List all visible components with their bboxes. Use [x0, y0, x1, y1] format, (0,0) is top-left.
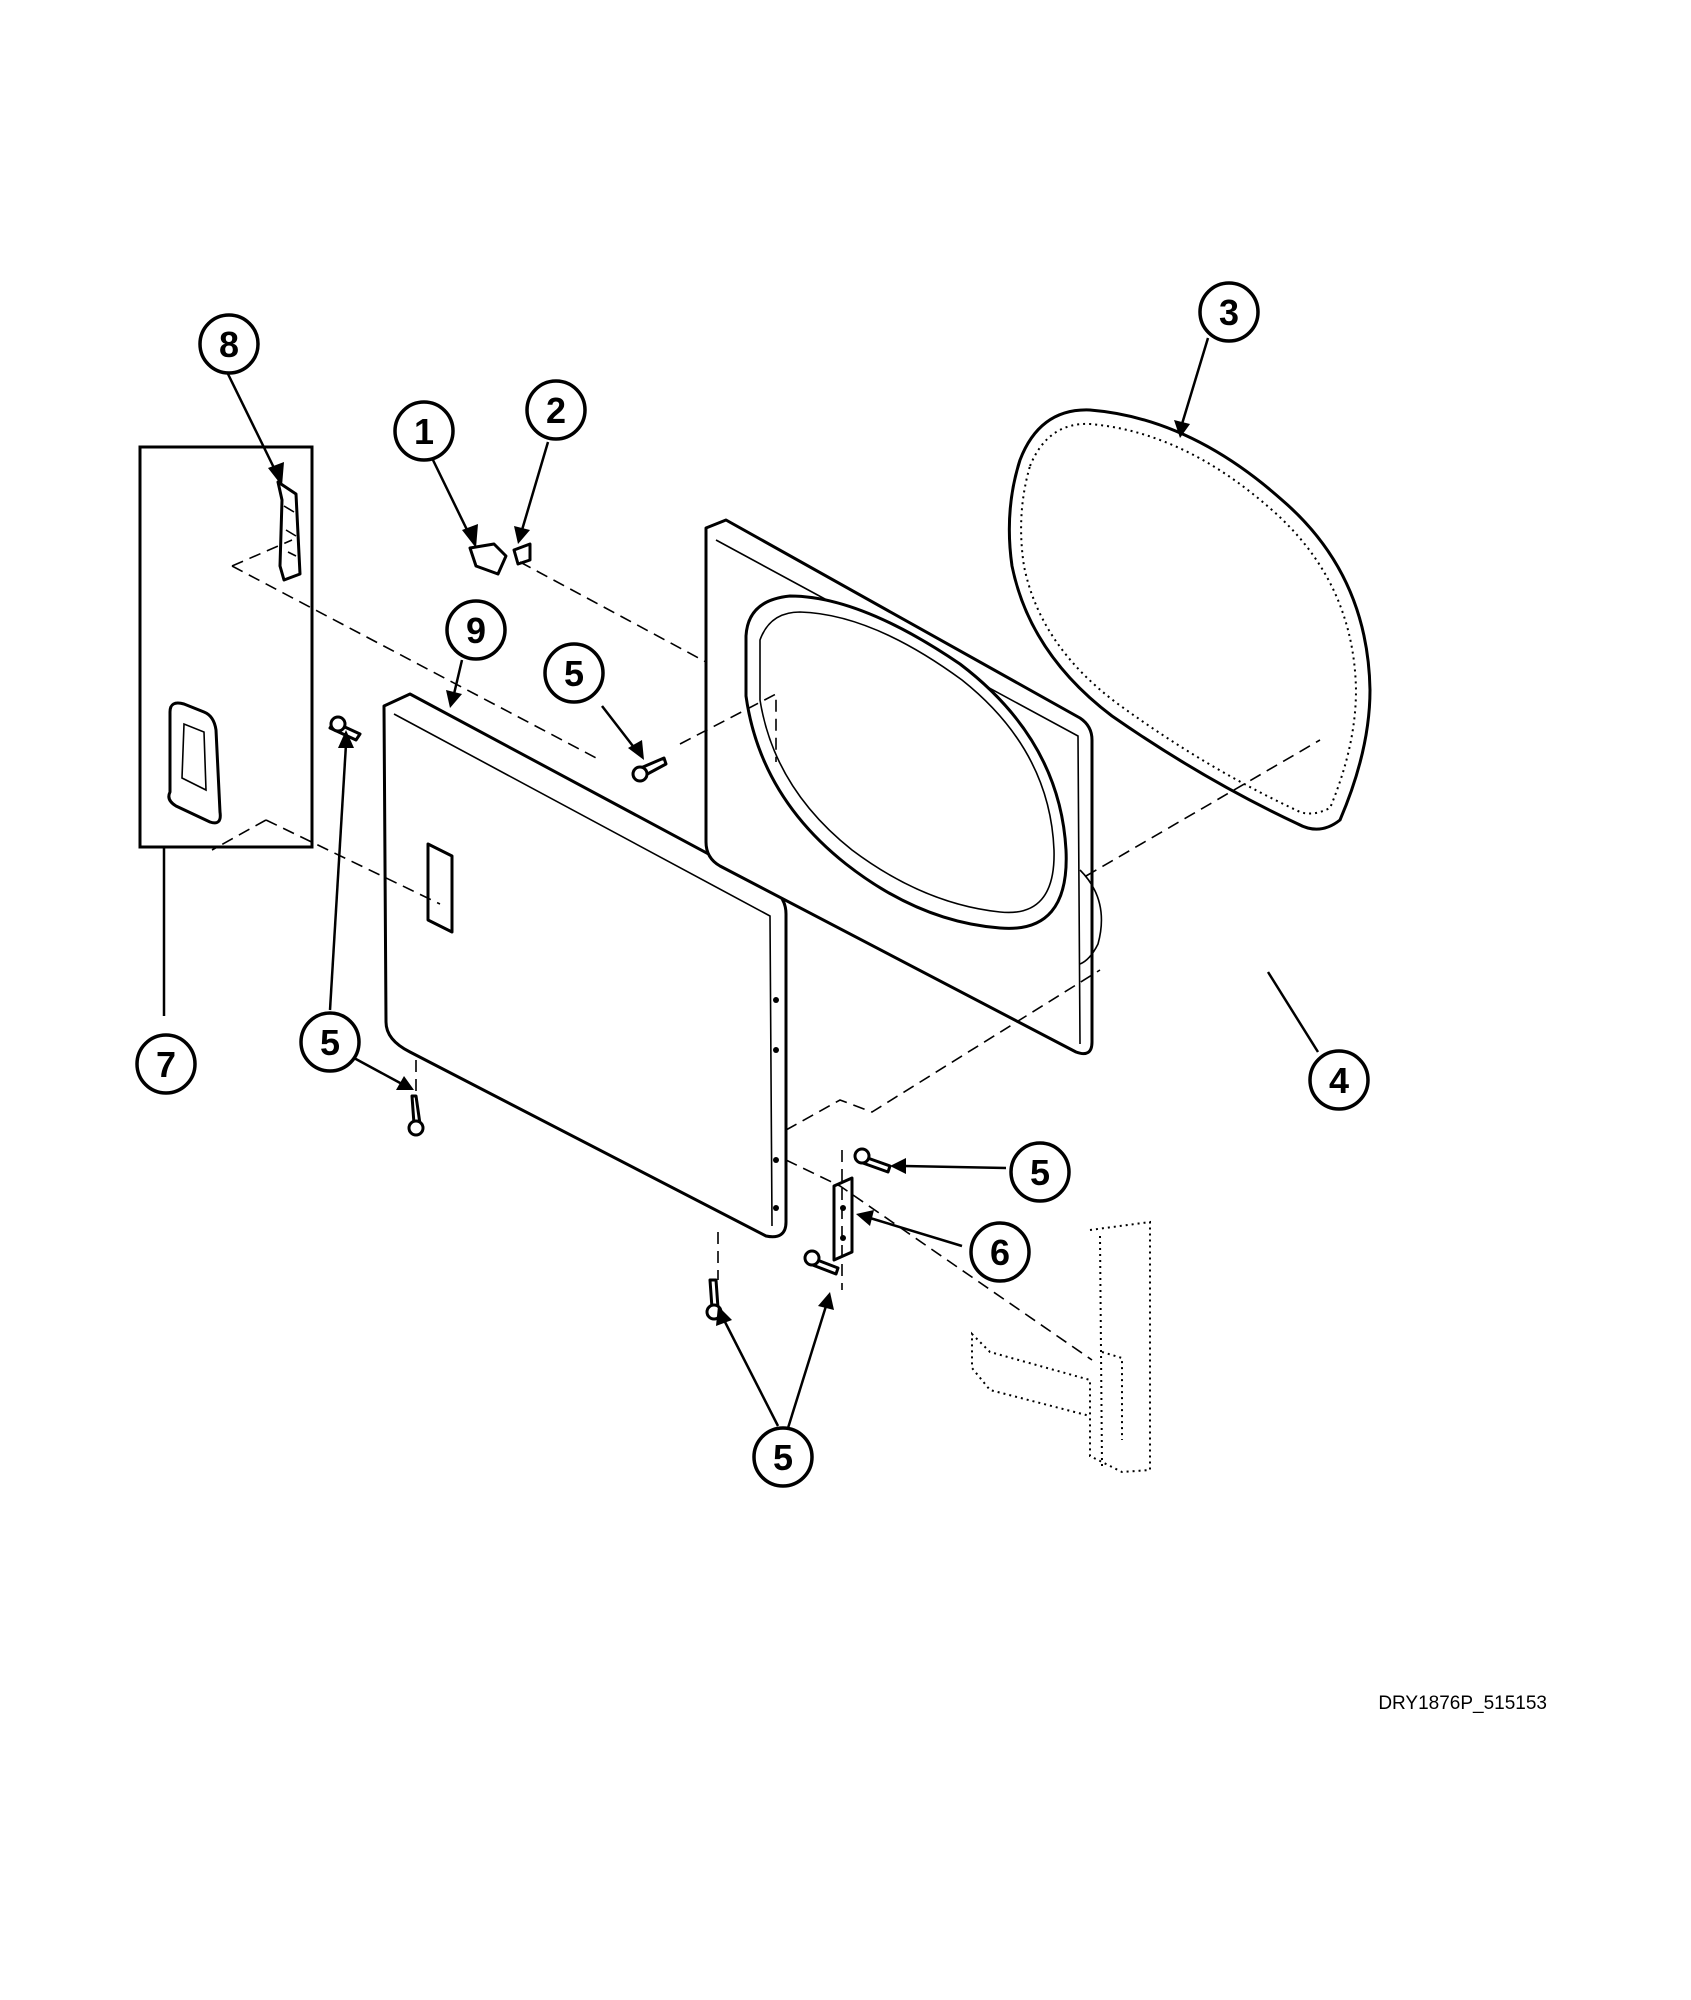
- door-hinge: [832, 1176, 854, 1262]
- callout-5-left: 5: [299, 1011, 361, 1073]
- callout-label: 7: [156, 1044, 176, 1085]
- drawing-code: DRY1876P_515153: [1378, 1693, 1547, 1714]
- callout-label: 5: [320, 1022, 340, 1063]
- callout-3: 3: [1198, 281, 1260, 343]
- callout-4: 4: [1308, 1049, 1370, 1111]
- callout-label: 8: [219, 324, 239, 365]
- callout-label: 2: [546, 390, 566, 431]
- callout-label: 9: [466, 610, 486, 651]
- door-liner: [704, 518, 1103, 1056]
- callout-5-right: 5: [1009, 1141, 1071, 1203]
- callout-label: 5: [773, 1437, 793, 1478]
- callout-label: 1: [414, 411, 434, 452]
- clips: [468, 542, 532, 576]
- screws: [328, 715, 892, 1321]
- callout-8: 8: [198, 313, 260, 375]
- door-gasket: [1007, 408, 1372, 831]
- callout-5-top: 5: [543, 642, 605, 704]
- callout-label: 5: [564, 653, 584, 694]
- callout-7: 7: [135, 1033, 197, 1095]
- callout-label: 5: [1030, 1152, 1050, 1193]
- handle-kit-box: [138, 445, 314, 849]
- assembly-lines: [211, 539, 1321, 1361]
- callout-9: 9: [445, 599, 507, 661]
- callout-label: 3: [1219, 292, 1239, 333]
- callout-5-bottom: 5: [752, 1426, 814, 1488]
- leader-lines: [162, 337, 1320, 1429]
- callout-label: 6: [990, 1232, 1010, 1273]
- callout-label: 4: [1329, 1060, 1349, 1101]
- callout-1: 1: [393, 400, 455, 462]
- cabinet-bracket: [971, 1220, 1151, 1474]
- callout-6: 6: [969, 1221, 1031, 1283]
- callout-2: 2: [525, 379, 587, 441]
